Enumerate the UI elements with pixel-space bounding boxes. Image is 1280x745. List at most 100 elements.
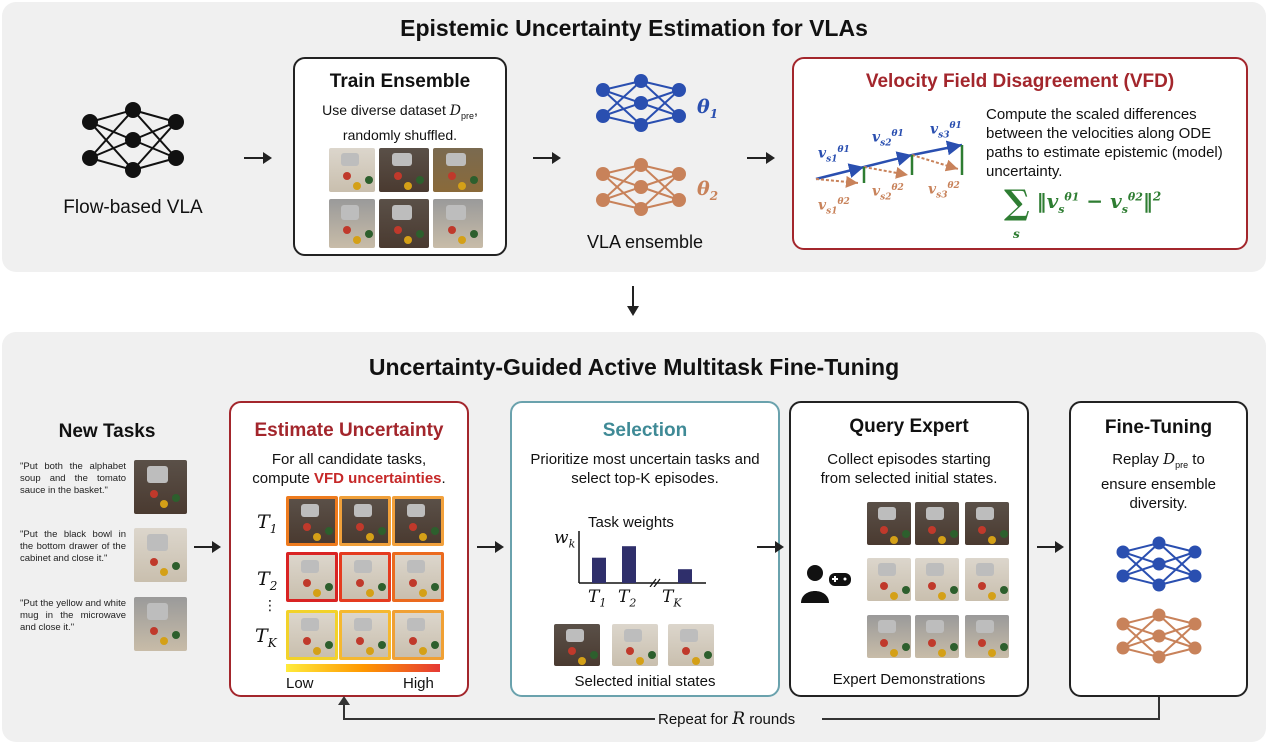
demo-3-1	[867, 615, 911, 658]
loop-line-bottom-left	[343, 718, 655, 720]
train-ensemble-desc: Use diverse dataset Dpre, randomly shuff…	[322, 102, 478, 143]
arrow-estimate-to-selection	[477, 541, 504, 553]
estimate-row-label-t2: T2	[257, 568, 278, 593]
est-cell-1-2	[339, 496, 391, 546]
train-thumb-4	[329, 199, 375, 248]
new-task-1-thumb	[134, 460, 187, 514]
estimate-box: Estimate Uncertainty For all candidate t…	[229, 401, 469, 697]
train-ensemble-title: Train Ensemble	[329, 71, 471, 92]
colorbar-high-label: High	[403, 675, 434, 692]
est-cell-k-2	[339, 610, 391, 660]
train-thumb-3	[433, 148, 483, 192]
axis-break-1	[649, 578, 657, 587]
finetune-network-orange-icon	[1116, 608, 1202, 664]
selection-box: Selection Prioritize most uncertain task…	[510, 401, 780, 697]
theta2-label: θ2	[697, 178, 719, 203]
query-expert-footer: Expert Demonstrations	[832, 671, 986, 688]
expert-person-gamepad-icon	[801, 565, 851, 603]
loop-line-bottom-right	[822, 718, 1160, 720]
ensemble-network-orange-icon	[596, 158, 686, 216]
vfd-blue-v2: vs2θ1	[872, 129, 904, 149]
selected-state-3	[668, 624, 714, 666]
est-cell-1-3	[392, 496, 444, 546]
loop-arrow-head	[338, 696, 350, 705]
theta1-label: θ1	[697, 96, 719, 121]
demo-1-3	[965, 502, 1009, 545]
flow-vla-network-icon	[82, 102, 184, 178]
vfd-brown-v3: vs3θ2	[928, 181, 960, 201]
loop-line-right-vertical	[1158, 697, 1160, 719]
est-cell-2-2	[339, 552, 391, 602]
arrow-vla-to-train	[244, 152, 272, 164]
demo-1-2	[915, 502, 959, 545]
estimate-desc: For all candidate tasks, compute VFD unc…	[252, 451, 446, 487]
ensemble-label: VLA ensemble	[586, 232, 704, 252]
estimate-row-label-dots: ⋮	[263, 597, 277, 613]
finetune-box: Fine-Tuning Replay Dpre to ensure ensemb…	[1069, 401, 1248, 697]
task-weight-xlabel-1: T1	[588, 587, 607, 610]
arrow-top-to-bottom-head	[627, 306, 639, 316]
query-expert-desc: Collect episodes starting from selected …	[820, 451, 998, 487]
task-weights-chart-title: Task weights	[588, 514, 674, 531]
estimate-title: Estimate Uncertainty	[254, 420, 444, 441]
arrow-tasks-to-estimate	[194, 541, 221, 553]
task-weight-xlabel-2: T2	[618, 587, 637, 610]
demo-3-2	[915, 615, 959, 658]
new-task-1: "Put both the alphabet soup and the toma…	[20, 461, 126, 496]
est-cell-k-3	[392, 610, 444, 660]
arrow-query-to-finetune	[1037, 541, 1064, 553]
selection-title: Selection	[602, 420, 688, 441]
estimate-row-label-tk: TK	[255, 625, 277, 650]
task-weight-bar-2	[622, 546, 636, 583]
new-task-2-thumb	[134, 528, 187, 582]
train-thumb-2	[379, 148, 429, 192]
est-cell-k-1	[286, 610, 338, 660]
estimate-row-label-t1: T1	[257, 511, 278, 536]
selected-state-2	[612, 624, 658, 666]
train-thumb-1	[329, 148, 375, 192]
demo-2-2	[915, 558, 959, 601]
vfd-formula: ∑s ‖vsθ1 − vsθ2‖2	[1004, 183, 1162, 241]
new-task-2: "Put the black bowl in the bottom drawer…	[20, 529, 126, 564]
loop-line-left-vertical	[343, 702, 345, 720]
est-cell-1-1	[286, 496, 338, 546]
vfd-box: Velocity Field Disagreement (VFD) vs1θ1 …	[792, 57, 1248, 250]
train-thumb-6	[433, 199, 483, 248]
axis-break-2	[653, 578, 661, 587]
flow-vla-label: Flow-based VLA	[63, 197, 203, 218]
selected-state-1	[554, 624, 600, 666]
new-tasks-title: New Tasks	[58, 421, 156, 442]
selection-desc: Prioritize most uncertain tasks and sele…	[530, 451, 760, 487]
query-expert-title: Query Expert	[849, 416, 969, 437]
top-title: Epistemic Uncertainty Estimation for VLA…	[400, 15, 868, 41]
arrow-top-to-bottom	[632, 286, 634, 310]
ensemble-network-blue-icon	[596, 74, 686, 132]
task-weight-bar-3	[678, 569, 692, 583]
new-task-3: "Put the yellow and white mug in the mic…	[20, 598, 126, 633]
vfd-blue-v3: vs3θ1	[930, 121, 962, 141]
demo-2-1	[867, 558, 911, 601]
finetune-title: Fine-Tuning	[1104, 417, 1213, 438]
demo-3-3	[965, 615, 1009, 658]
loop-label: Repeat for R rounds	[658, 709, 796, 729]
uncertainty-colorbar	[286, 664, 440, 672]
est-cell-2-1	[286, 552, 338, 602]
demo-1-1	[867, 502, 911, 545]
vfd-brown-v2: vs2θ2	[872, 183, 904, 203]
est-cell-2-3	[392, 552, 444, 602]
task-weight-bar-1	[592, 557, 606, 583]
vfd-title: Velocity Field Disagreement (VFD)	[865, 71, 1175, 92]
selection-footer: Selected initial states	[574, 673, 716, 690]
arrow-ensemble-to-vfd	[747, 152, 775, 164]
task-weights-y-label: wk	[554, 528, 576, 551]
vfd-velocity-diagram	[815, 140, 964, 188]
task-weights-chart	[578, 531, 706, 587]
new-task-3-thumb	[134, 597, 187, 651]
train-ensemble-box: Train Ensemble Use diverse dataset Dpre,…	[293, 57, 507, 256]
train-thumb-5	[379, 199, 429, 248]
finetune-network-blue-icon	[1116, 536, 1202, 592]
task-weight-xlabel-3: TK	[662, 587, 682, 610]
bottom-title: Uncertainty-Guided Active Multitask Fine…	[368, 354, 900, 380]
arrow-train-to-ensemble	[533, 152, 561, 164]
arrow-selection-to-query	[757, 541, 784, 553]
